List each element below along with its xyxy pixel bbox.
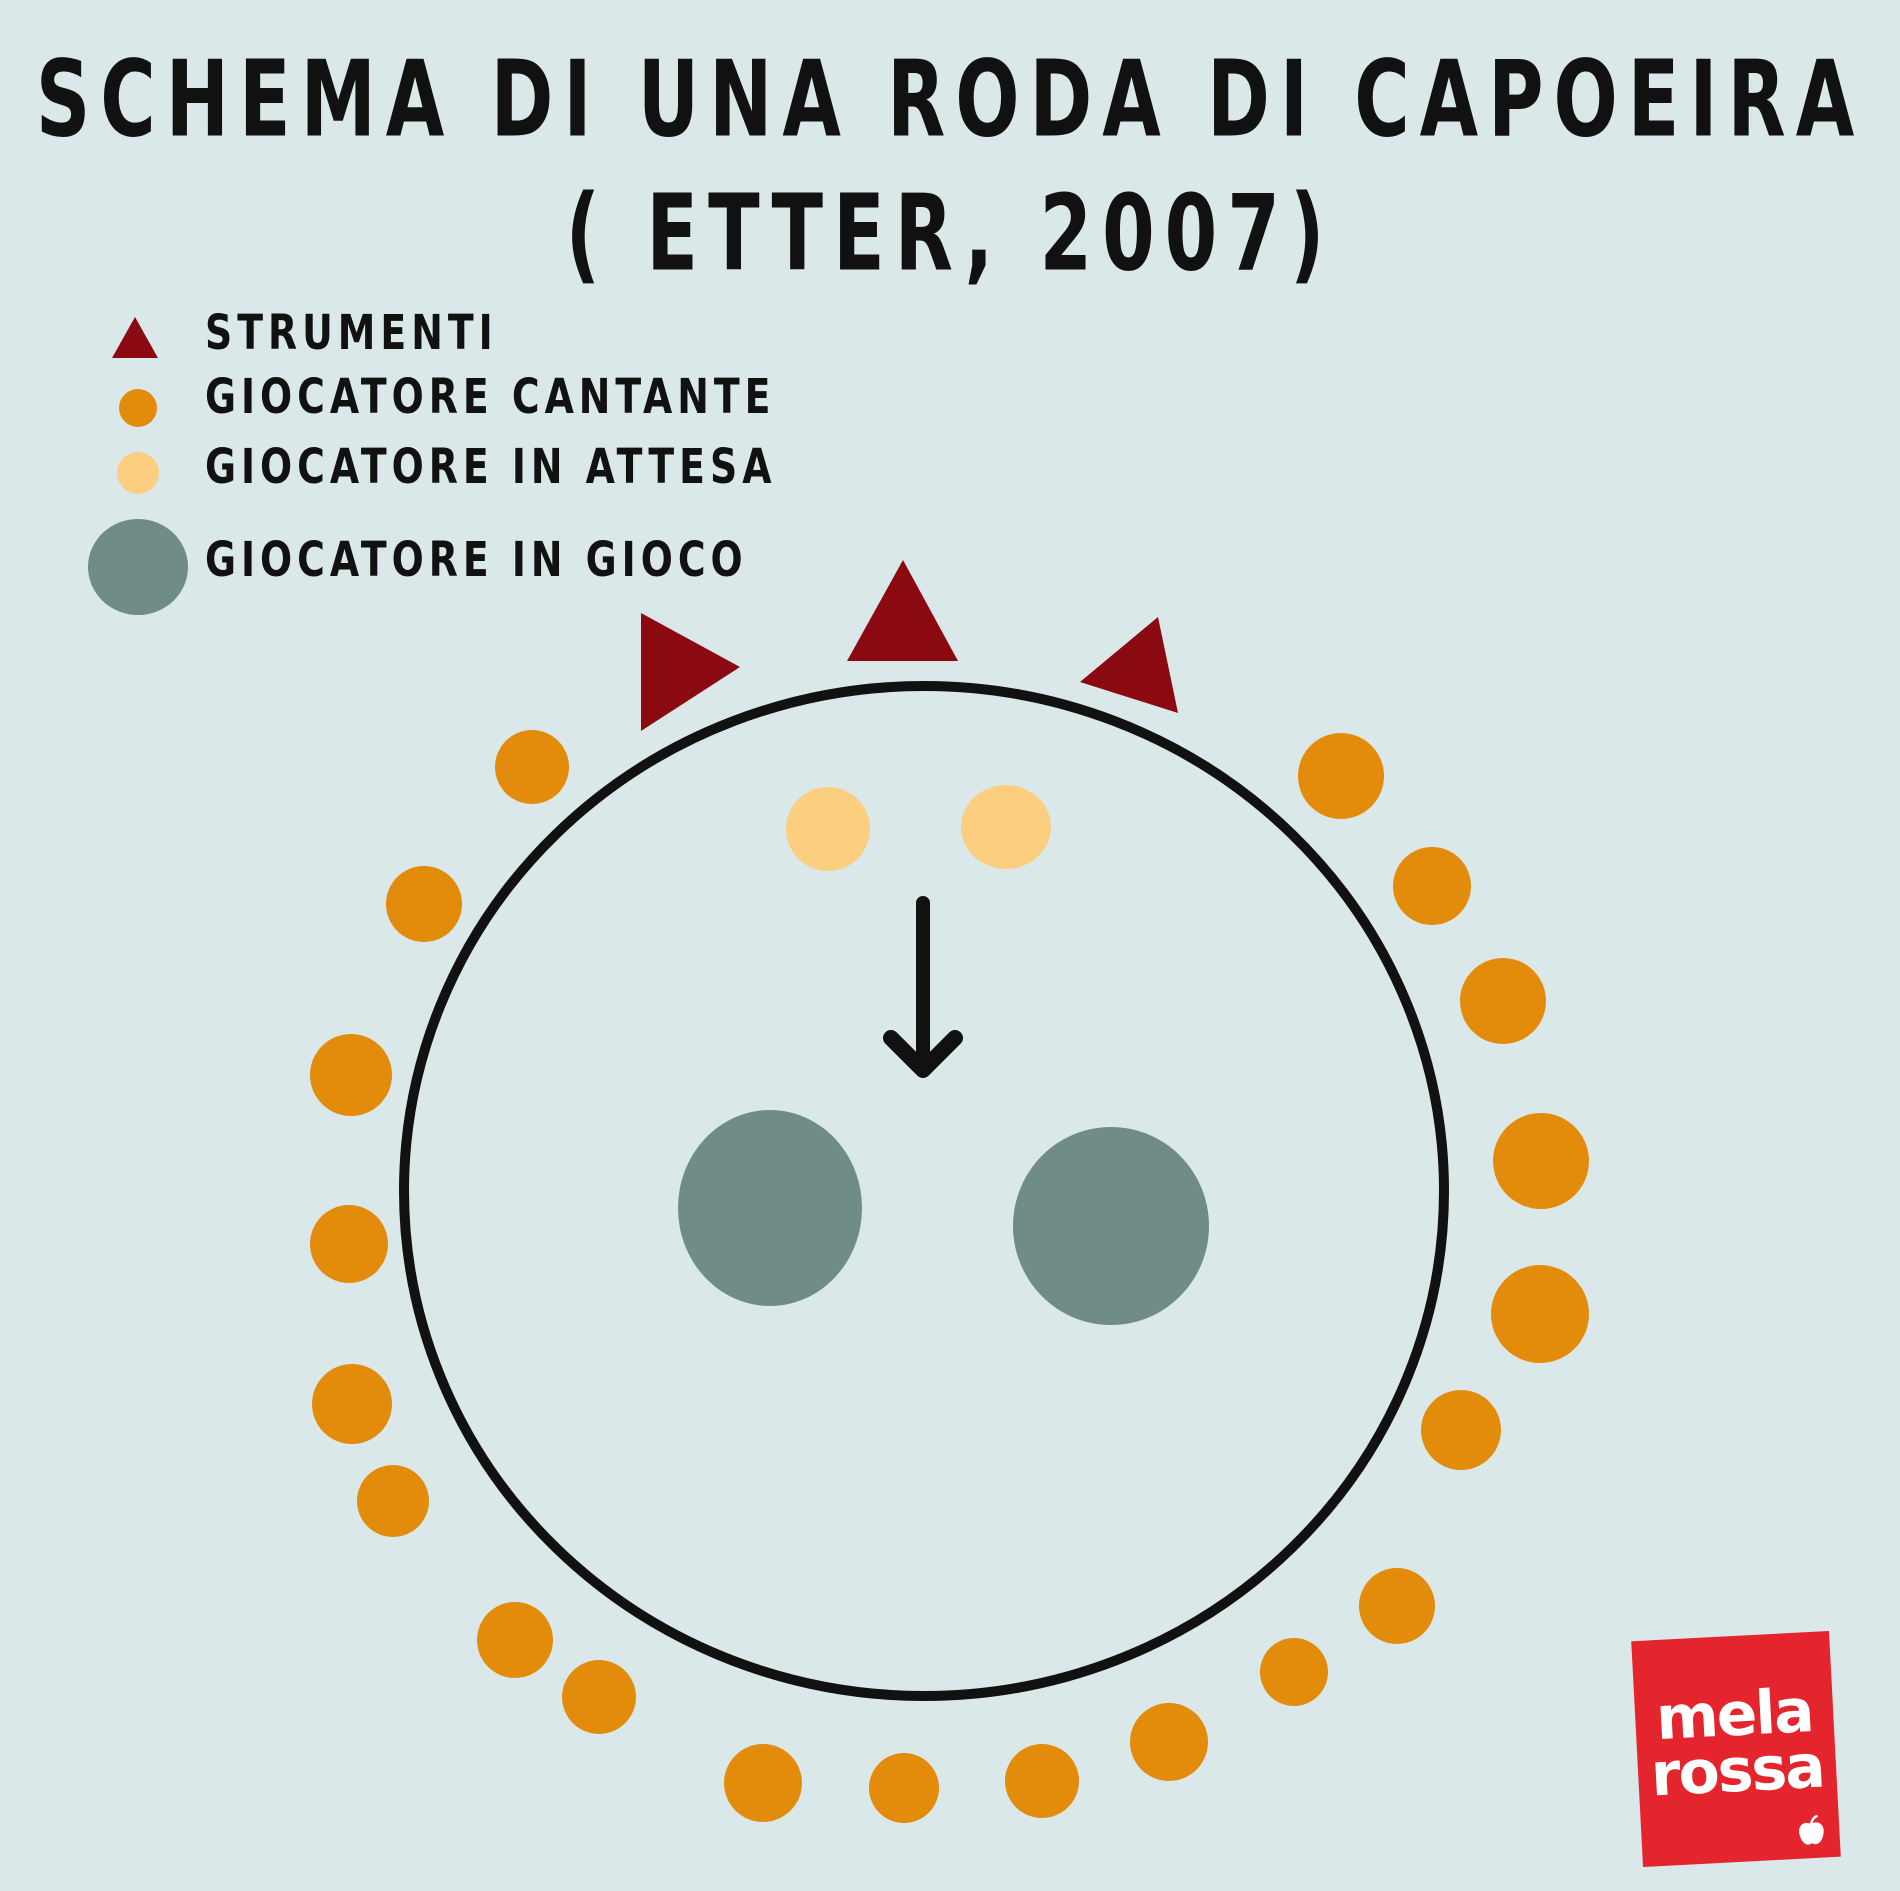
singing-player <box>1493 1113 1589 1209</box>
playing-players <box>678 1110 1209 1325</box>
singing-player <box>477 1602 553 1678</box>
apple-icon <box>1799 1814 1824 1845</box>
legend-symbols <box>88 317 188 615</box>
instruments <box>641 560 1178 731</box>
down-arrow-icon <box>883 896 963 1078</box>
singing-player <box>495 730 569 804</box>
melarossa-logo: mela rossa <box>1631 1630 1841 1868</box>
legend-triangle-icon <box>112 317 158 358</box>
legend-label-giocatore-cantante: GIOCATORE CANTANTE <box>205 368 776 425</box>
roda-circle <box>399 681 1449 1701</box>
singing-player <box>310 1034 392 1116</box>
singing-player <box>724 1744 802 1822</box>
singing-player <box>869 1753 939 1823</box>
singing-player <box>1421 1390 1501 1470</box>
legend-singing-icon <box>119 389 157 427</box>
instrument-triangle <box>641 613 740 731</box>
playing-player <box>678 1110 862 1306</box>
waiting-player <box>961 785 1051 869</box>
singing-player <box>312 1364 392 1444</box>
singing-player <box>1491 1265 1589 1363</box>
legend-label-giocatore-in-attesa: GIOCATORE IN ATTESA <box>205 438 777 495</box>
singing-player <box>357 1465 429 1537</box>
singing-player <box>562 1660 636 1734</box>
singing-player <box>1393 847 1471 925</box>
singing-players <box>310 730 1589 1823</box>
singing-player <box>386 866 462 942</box>
logo-text-line2: rossa <box>1649 1731 1826 1811</box>
legend-playing-icon <box>88 519 188 615</box>
playing-player <box>1013 1127 1209 1325</box>
waiting-player <box>786 787 870 871</box>
page-title: SCHEMA DI UNA RODA DI CAPOEIRA <box>35 38 1865 161</box>
legend-waiting-icon <box>117 452 159 494</box>
legend-label-giocatore-in-gioco: GIOCATORE IN GIOCO <box>205 531 748 588</box>
singing-player <box>310 1205 388 1283</box>
singing-player <box>1460 958 1546 1044</box>
instrument-triangle <box>847 560 958 661</box>
singing-player <box>1130 1703 1208 1781</box>
singing-player <box>1298 733 1384 819</box>
waiting-players <box>786 785 1051 871</box>
singing-player <box>1260 1638 1328 1706</box>
singing-player <box>1359 1568 1435 1644</box>
legend-label-strumenti: STRUMENTI <box>205 304 498 361</box>
singing-player <box>1005 1744 1079 1818</box>
instrument-triangle <box>1080 617 1178 713</box>
page-subtitle: ( ETTER, 2007) <box>565 172 1335 295</box>
